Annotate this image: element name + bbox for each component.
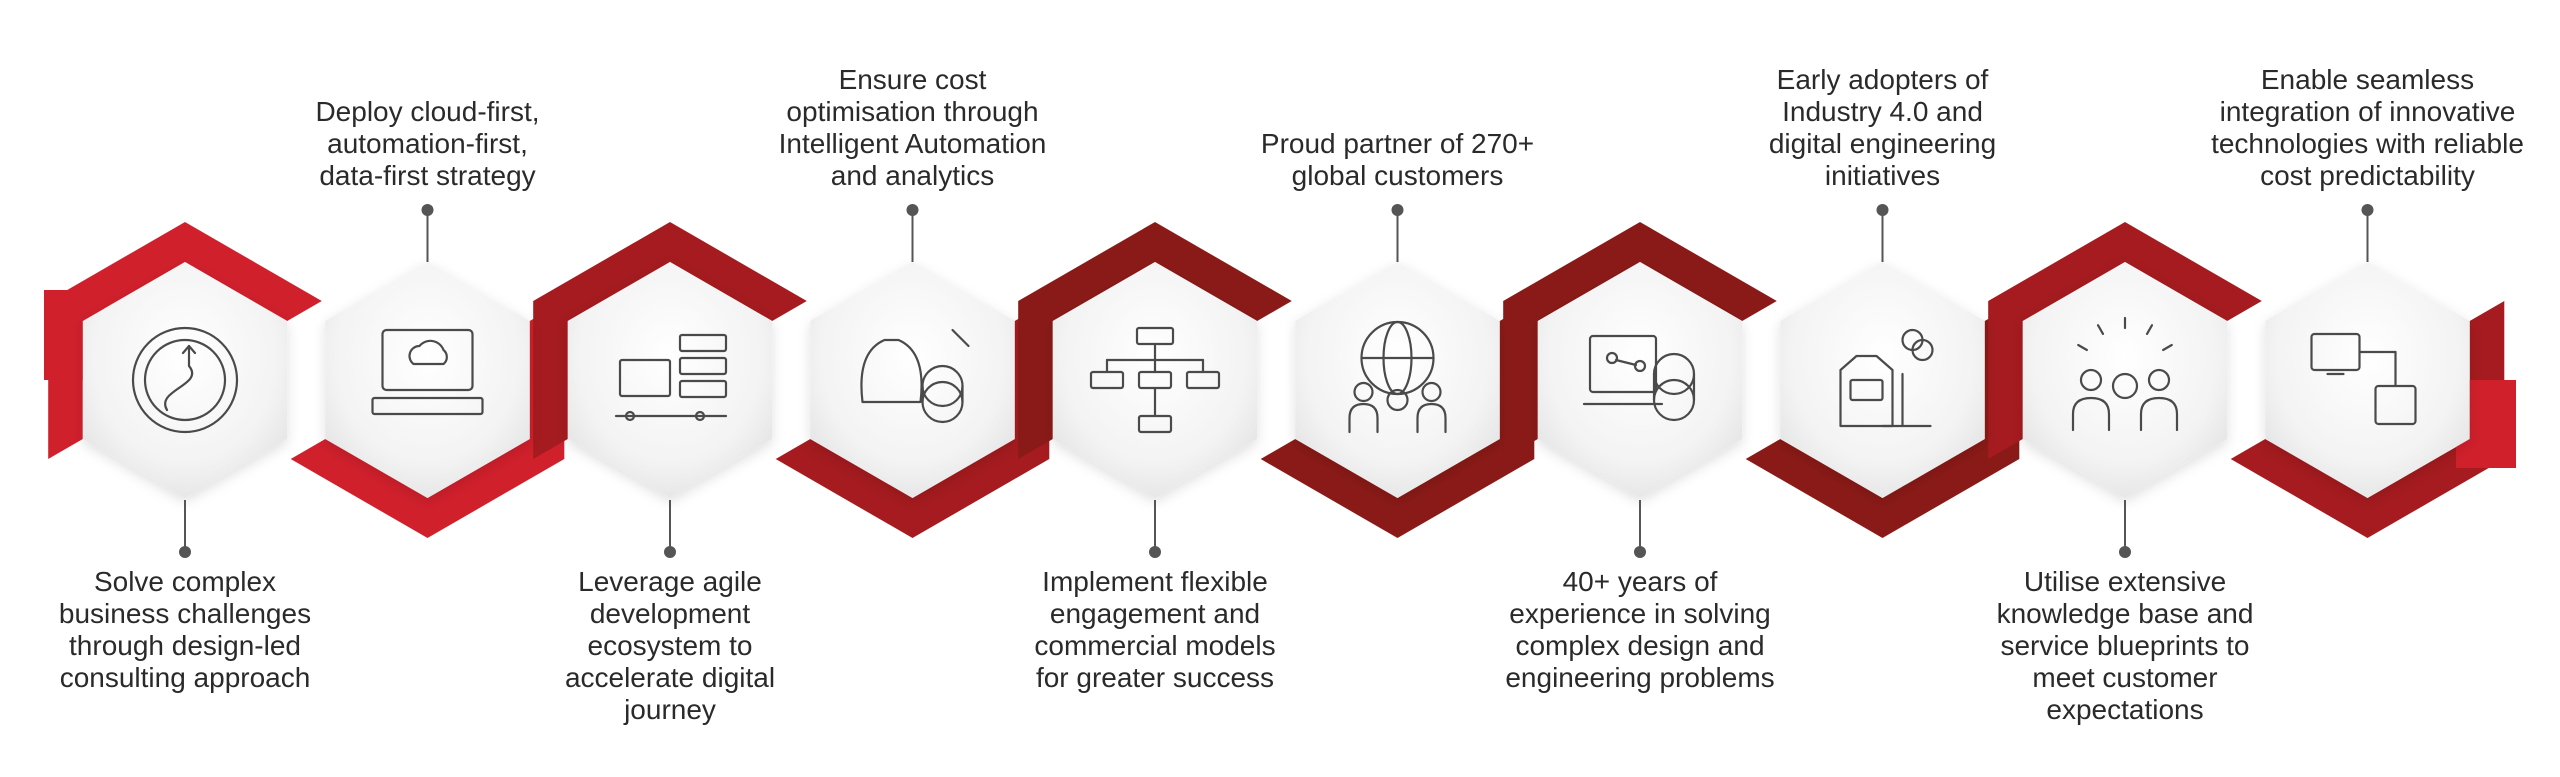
- connector-dot: [664, 546, 676, 558]
- step-hexagon: [810, 262, 1015, 498]
- frame-segment: [1745, 301, 2020, 538]
- frame-segment: [1260, 301, 1535, 538]
- frame-segment: [48, 222, 322, 459]
- step-hexagon: [82, 262, 288, 498]
- step-label: 40+ years of experience in solving compl…: [1505, 566, 1775, 693]
- frame-segment: [775, 301, 1050, 538]
- global-people-icon: [1348, 320, 1447, 434]
- server-network-icon: [614, 333, 728, 422]
- step-label: Proud partner of 270+ global customers: [1260, 128, 1535, 191]
- step-label: Implement flexible engagement and commer…: [1034, 566, 1276, 693]
- step-label: Leverage agile development ecosystem to …: [564, 566, 776, 725]
- connected-devices-icon: [2310, 332, 2417, 426]
- frame-segment: [1988, 222, 2262, 459]
- connector-dot: [1634, 546, 1646, 558]
- step-hexagon: [2022, 262, 2228, 498]
- step-hexagon: [1295, 262, 1500, 498]
- step-label: Deploy cloud-first, automation-first, da…: [315, 96, 540, 191]
- frame-segment: [290, 301, 565, 538]
- frame-segment: [533, 222, 807, 459]
- frame-segment: [2230, 301, 2505, 538]
- connector-dot: [1876, 204, 1889, 216]
- step-label: Ensure cost optimisation through Intelli…: [778, 64, 1047, 191]
- step-hexagon: [2265, 262, 2470, 498]
- engineering-monitor-icon: [1582, 334, 1696, 422]
- connector-dot: [1391, 204, 1404, 216]
- money-bag-icon: [860, 328, 970, 424]
- org-chart-icon: [1089, 326, 1221, 434]
- connector-dot: [179, 546, 191, 558]
- connector-dot: [2361, 204, 2374, 216]
- frame-segment: [1018, 222, 1292, 459]
- strategy-circle-icon: [131, 326, 239, 434]
- step-hexagon: [1537, 262, 1743, 498]
- factory-icon: [1839, 328, 1934, 428]
- step-label: Utilise extensive knowledge base and ser…: [1996, 566, 2254, 725]
- team-idea-icon: [2071, 316, 2179, 432]
- step-label: Enable seamless integration of innovativ…: [2211, 64, 2524, 191]
- connector-dot: [2119, 546, 2131, 558]
- connector-dot: [1149, 546, 1161, 558]
- connector-dot: [906, 204, 919, 216]
- step-label: Solve complex business challenges throug…: [58, 566, 312, 693]
- frame-segment: [1503, 222, 1777, 459]
- step-label: Early adopters of Industry 4.0 and digit…: [1768, 64, 1997, 191]
- cloud-laptop-icon: [371, 328, 484, 416]
- step-hexagon: [325, 262, 530, 498]
- connector-dot: [421, 204, 434, 216]
- step-hexagon: [1052, 262, 1258, 498]
